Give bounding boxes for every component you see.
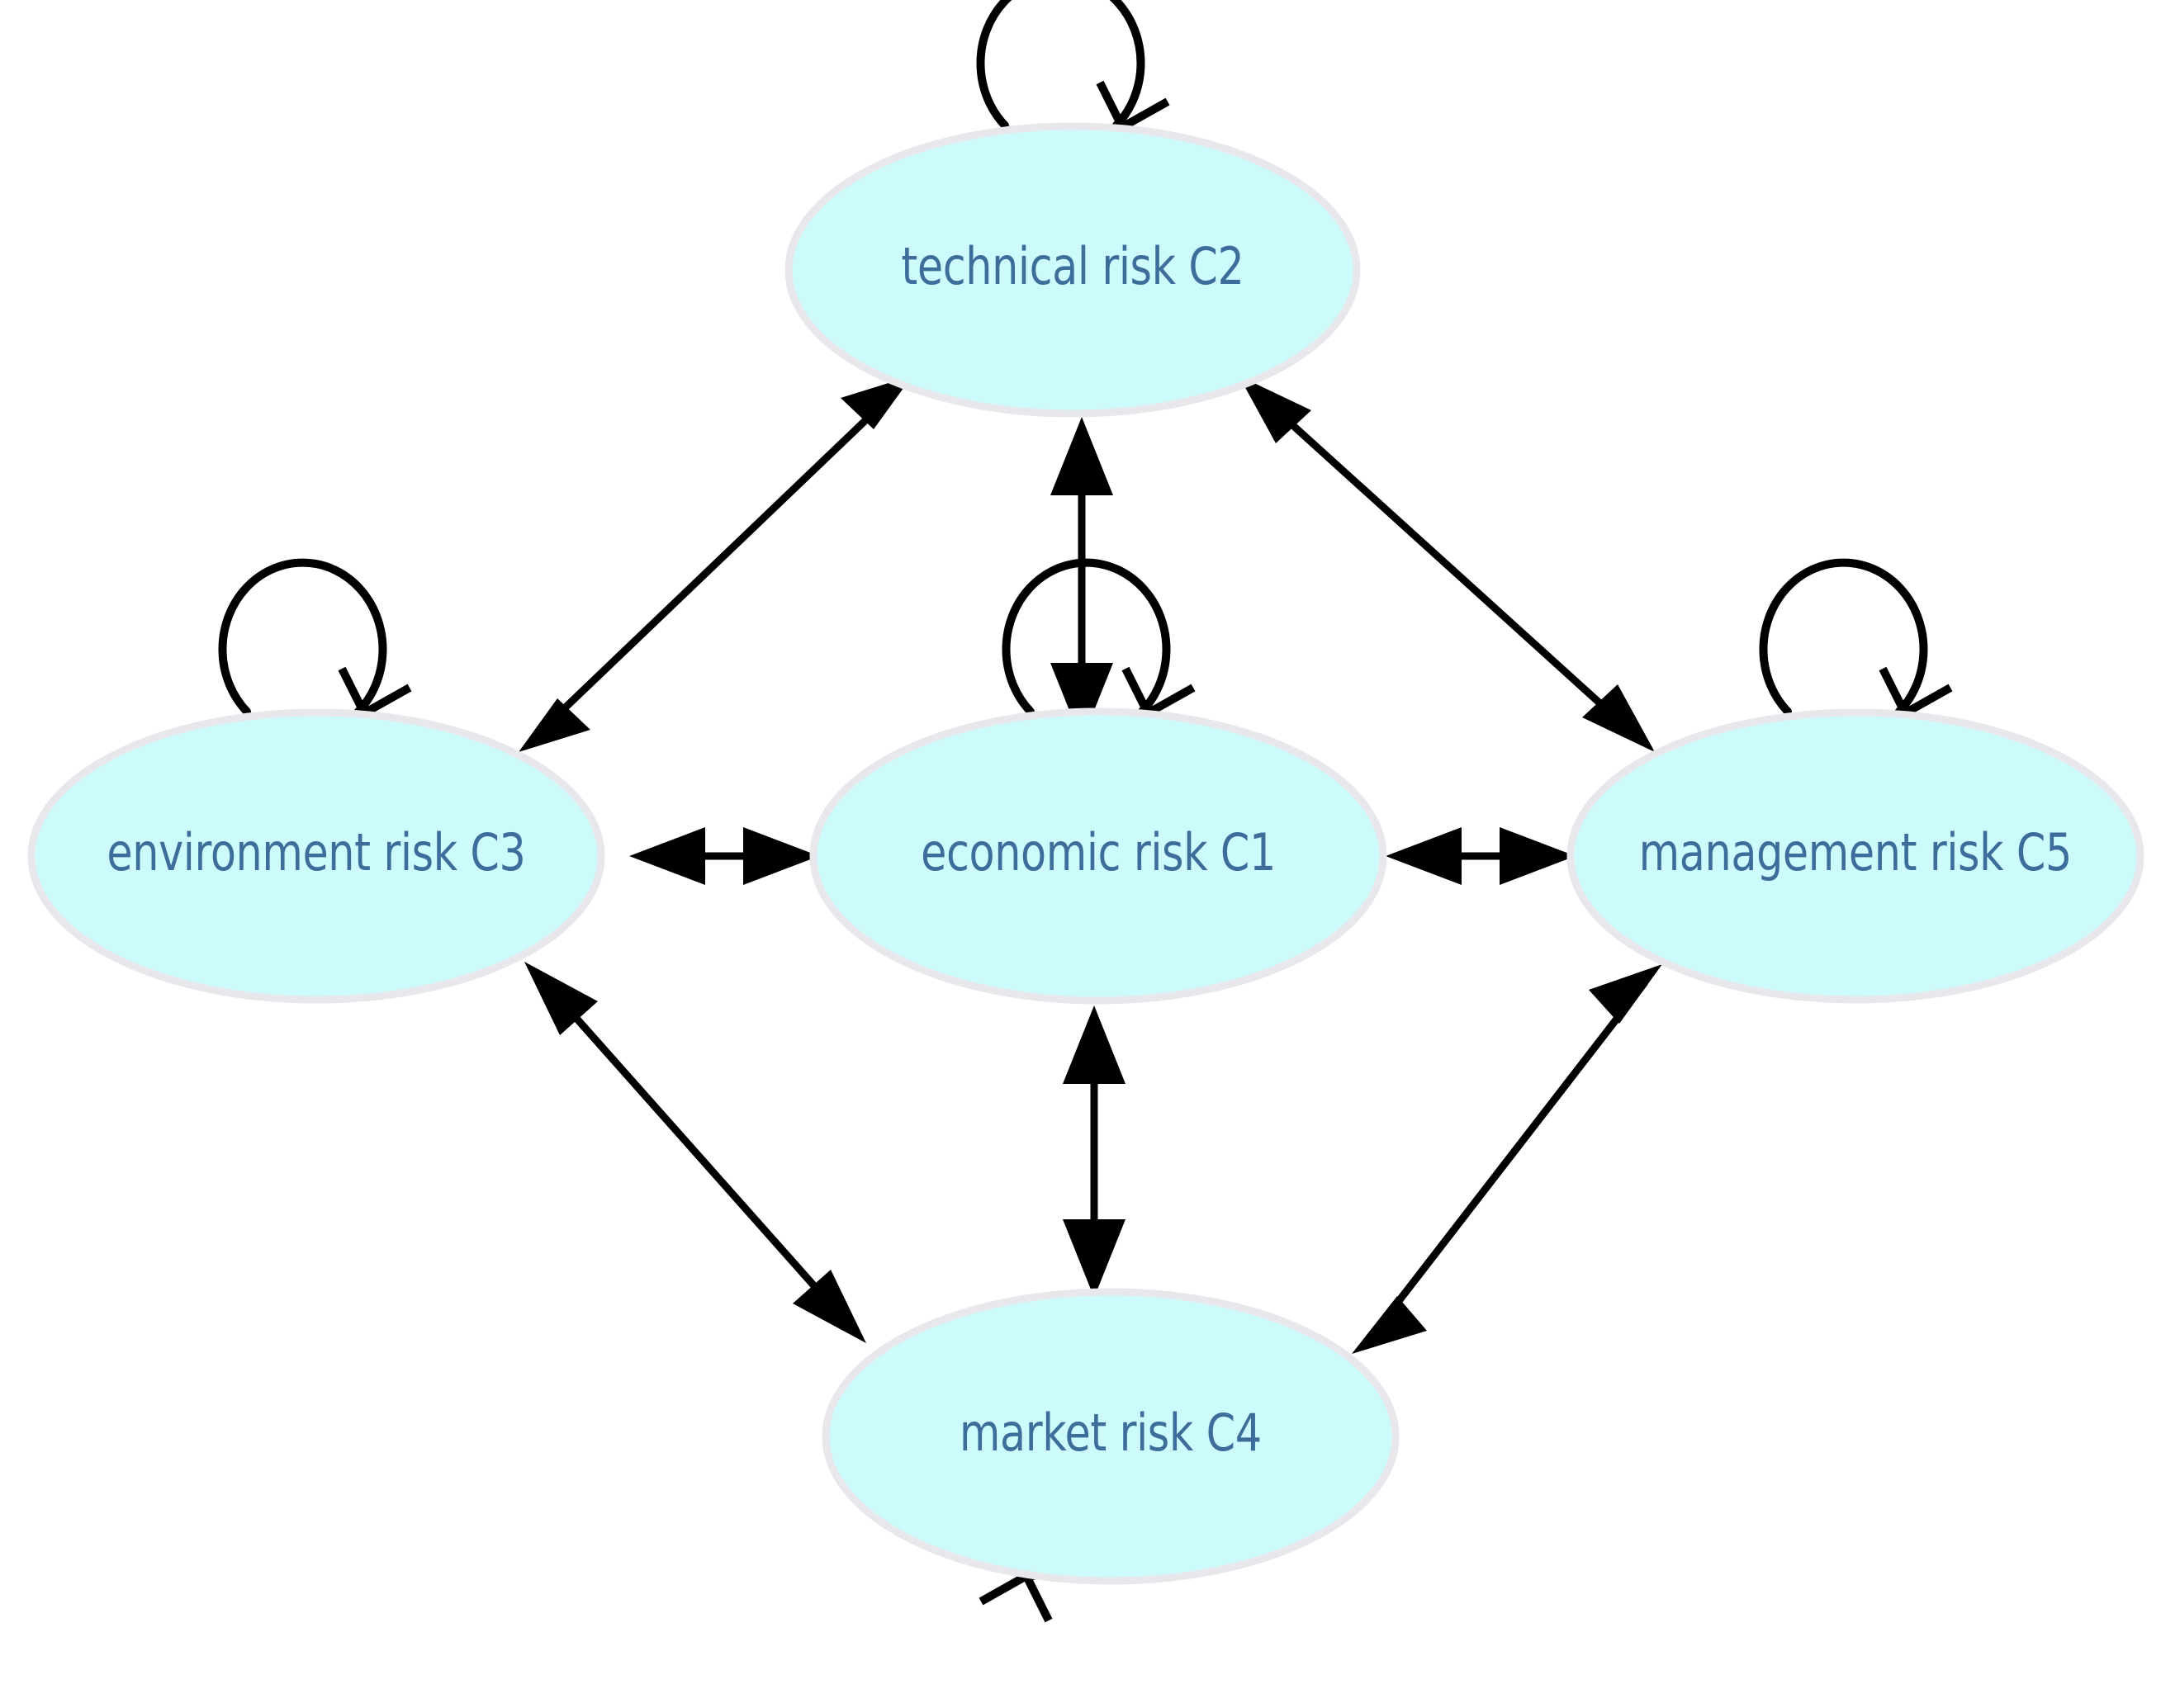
arrowhead-to-c1 — [1063, 1005, 1126, 1084]
arrowhead-to-c4 — [1352, 1296, 1427, 1354]
node-c1-label: economic risk C1 — [921, 823, 1276, 882]
edge-c3-c2 — [519, 376, 912, 752]
node-c1[interactable]: economic risk C1 — [809, 707, 1387, 1005]
arrowhead-to-c3 — [519, 698, 590, 752]
node-c2-shape[interactable] — [784, 122, 1361, 418]
arrowhead-to-c1 — [743, 827, 819, 885]
arrowhead-to-c2 — [1239, 376, 1311, 443]
self-loop-c3 — [218, 558, 412, 719]
arrowhead-to-c5 — [1589, 964, 1662, 1024]
node-c3-label: environment risk C3 — [107, 823, 525, 882]
arrowhead-to-c4 — [1063, 1219, 1126, 1298]
edge-c4-c5 — [1352, 964, 1662, 1354]
node-c5[interactable]: management risk C5 — [1566, 708, 2144, 1004]
node-c5-label: management risk C5 — [1639, 823, 2072, 882]
arrowhead-to-c2 — [1050, 417, 1113, 495]
arrowhead-to-c2 — [841, 376, 912, 429]
edge-c1-c5 — [1386, 827, 1576, 885]
node-c4[interactable]: market risk C4 — [822, 1288, 1400, 1585]
node-c2[interactable]: technical risk C2 — [784, 122, 1361, 418]
node-c3[interactable]: environment risk C3 — [27, 708, 605, 1004]
arrowhead-to-c5 — [1500, 827, 1576, 885]
arrowhead-to-c3 — [524, 962, 598, 1035]
node-c5-shape[interactable] — [1566, 708, 2144, 1004]
arrowhead-to-c1 — [1386, 827, 1462, 885]
edge-c1-c2 — [1050, 417, 1113, 741]
self-loop-c5 — [1759, 558, 1953, 719]
edge-c5-c2 — [1239, 376, 1655, 752]
node-c4-label: market risk C4 — [960, 1403, 1262, 1463]
edge-c3-c4 — [524, 962, 866, 1343]
node-c3-shape[interactable] — [27, 708, 605, 1004]
node-c4-shape[interactable] — [822, 1288, 1400, 1585]
edge-c1-c4 — [1063, 1005, 1126, 1298]
edge-c3-c1 — [629, 827, 819, 885]
self-loop-c2 — [976, 0, 1170, 133]
node-c2-label: technical risk C2 — [901, 237, 1244, 296]
arrowhead-to-c1 — [1050, 663, 1113, 741]
arrowhead-to-c3 — [629, 827, 705, 885]
arrowhead-to-c4 — [793, 1270, 866, 1343]
node-c1-shape[interactable] — [809, 707, 1387, 1005]
arrowhead-to-c5 — [1582, 684, 1655, 752]
